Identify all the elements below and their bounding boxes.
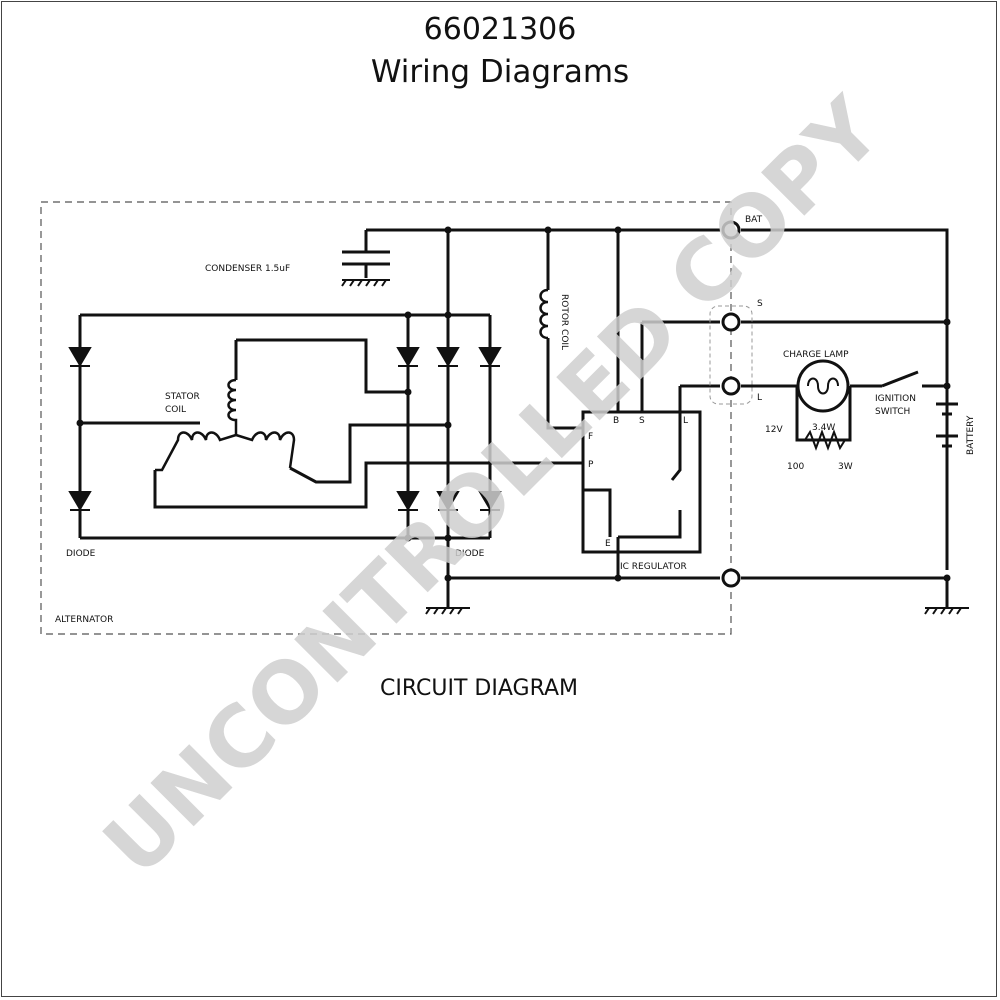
stator-label-1: STATOR — [165, 392, 200, 402]
condenser-label: CONDENSER 1.5uF — [205, 264, 290, 274]
connector-outline — [709, 305, 753, 405]
diode-left-label: DIODE — [66, 549, 96, 559]
charge-lamp-icon — [796, 359, 850, 413]
terminals — [721, 220, 741, 588]
rotor-coil-symbol — [539, 288, 549, 340]
ic-regulator-label: IC REGULATOR — [620, 562, 687, 572]
page-title: Wiring Diagrams — [370, 54, 630, 90]
alternator-label: ALTERNATOR — [55, 615, 113, 625]
ignition-switch-icon — [881, 370, 919, 388]
ignition-label-2: SWITCH — [875, 407, 910, 417]
charge-lamp-label: CHARGE LAMP — [783, 350, 849, 360]
diode-symbols — [68, 347, 502, 511]
terminal-s-label: S — [757, 299, 763, 309]
terminal-l-label: L — [757, 393, 762, 403]
reg-s-label: S — [639, 416, 645, 426]
reg-l-label: L — [683, 416, 688, 426]
diode-right-label: DIODE — [455, 549, 485, 559]
junction-dots — [76, 226, 951, 582]
lamp-watt-label: 3.4W — [812, 423, 835, 433]
reg-e-label: E — [605, 539, 611, 549]
terminal-bat-label: BAT — [745, 215, 763, 225]
resistor-watt-label: 3W — [838, 462, 853, 472]
ground-icons — [341, 279, 969, 615]
ignition-label-1: IGNITION — [875, 394, 916, 404]
resistor-ohm-label: 100 — [787, 462, 804, 472]
part-number: 66021306 — [423, 12, 577, 47]
rotor-coil-label: ROTOR COIL — [559, 294, 569, 350]
reg-b-label: B — [613, 416, 619, 426]
battery-label: BATTERY — [966, 415, 976, 455]
diagram-caption: CIRCUIT DIAGRAM — [380, 676, 578, 701]
stator-coil-symbol — [155, 378, 296, 472]
watermark: UNCONTROLLED COPY — [85, 79, 900, 894]
reg-f-label: F — [588, 432, 593, 442]
reg-p-label: P — [588, 460, 594, 470]
alternator-boundary — [40, 201, 732, 635]
voltage-label: 12V — [765, 425, 783, 435]
stator-label-2: COIL — [165, 405, 186, 415]
battery-icon — [936, 386, 958, 570]
